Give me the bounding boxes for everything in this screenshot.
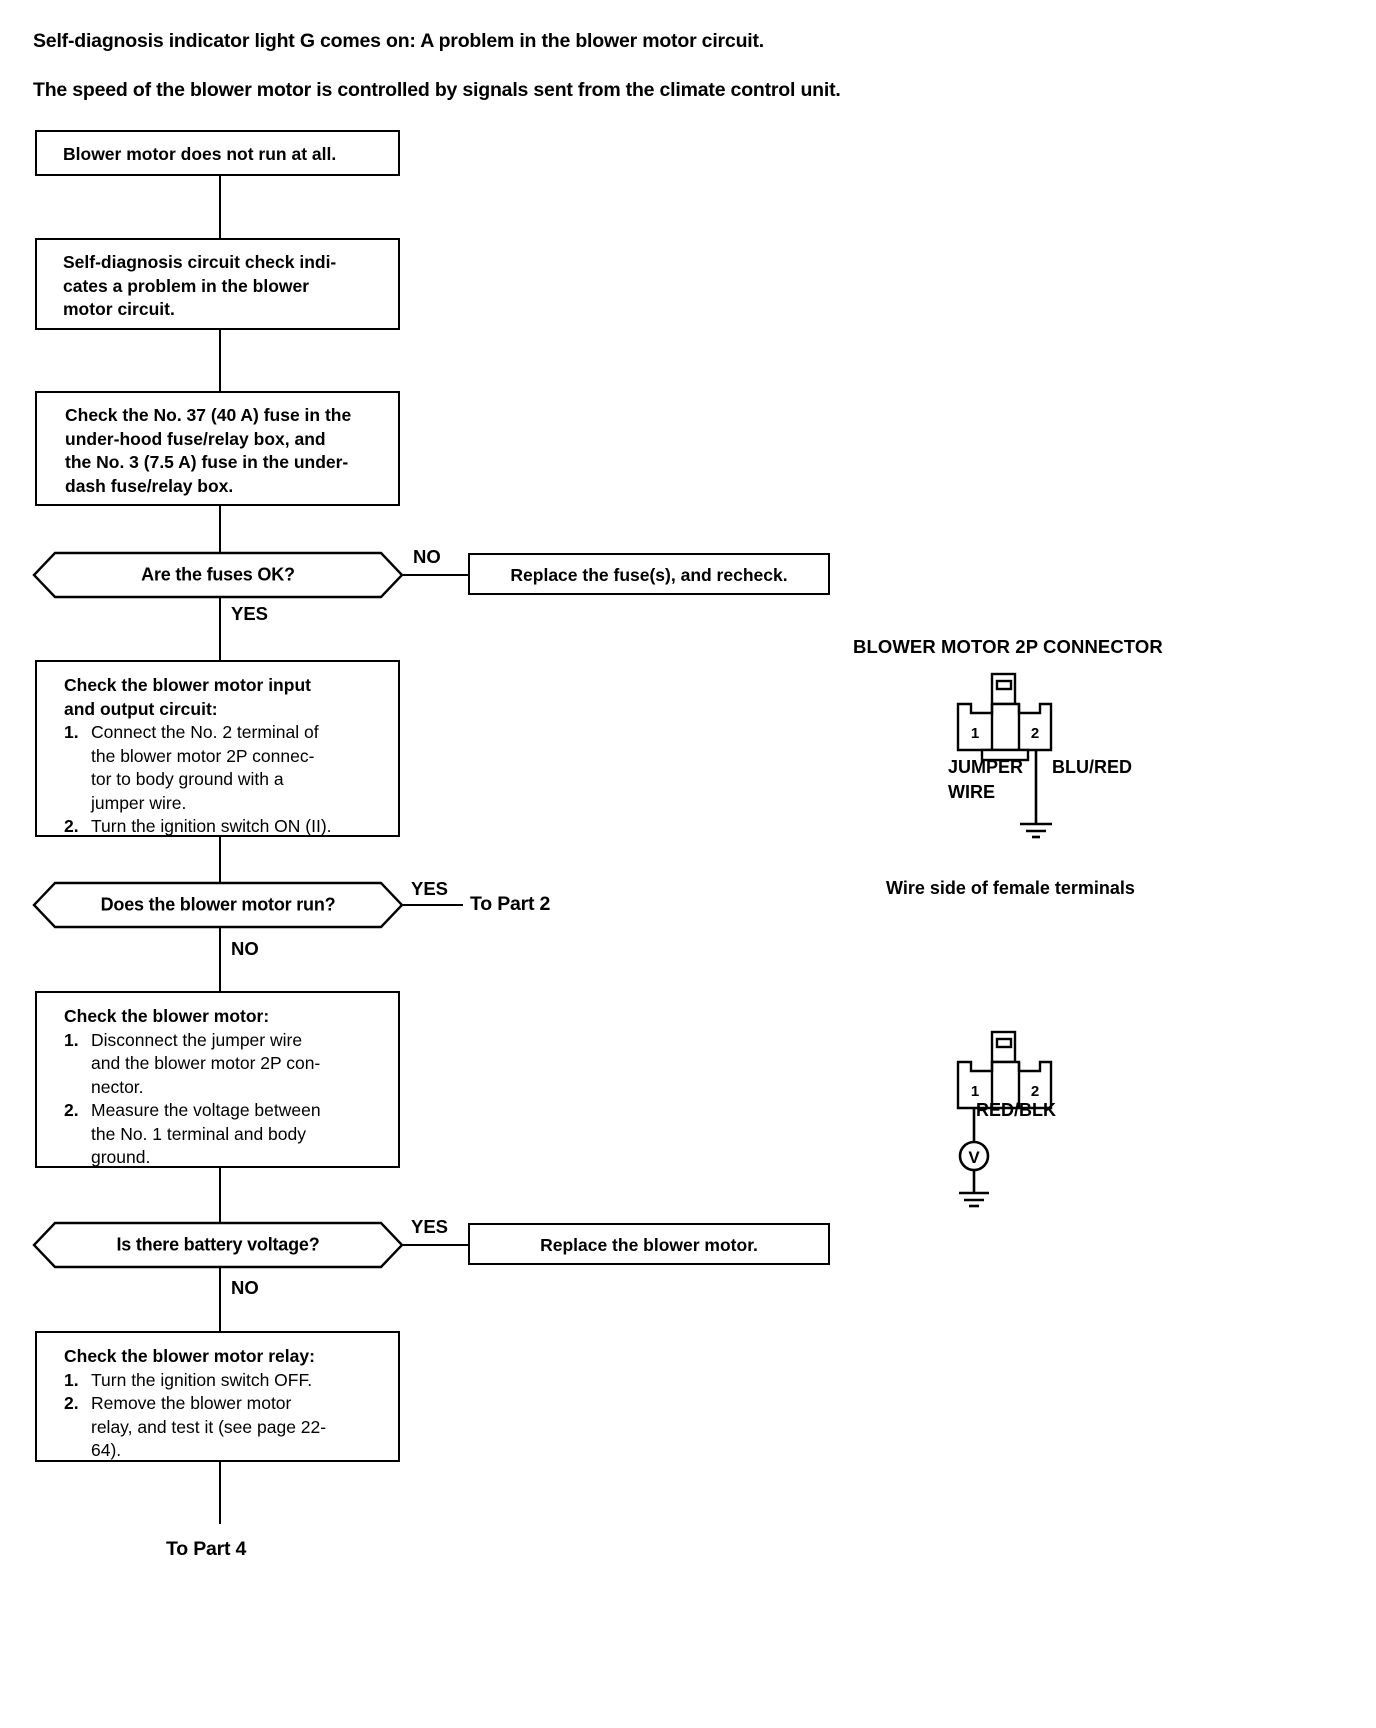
flow-box-start: Blower motor does not run at all. [35, 130, 400, 176]
jumper-wire-label-line-1: JUMPER [948, 757, 1024, 777]
relay-check-step-2-num: 2. [64, 1393, 79, 1413]
connector-io-to-decision2 [219, 837, 221, 882]
fuse-check-line-2: under-hood fuse/relay box, and [65, 428, 326, 449]
relay-check-step-1-num: 1. [64, 1369, 79, 1390]
flow-box-input-output: Check the blower motor input and output … [35, 660, 400, 837]
motor-check-step-2-l1: Measure the voltage between [91, 1100, 321, 1120]
decision-motor-run-label: Does the blower motor run? [100, 894, 336, 915]
io-step-1-l4: jumper wire. [91, 792, 187, 813]
branch-label-yes-motor-run: YES [411, 878, 449, 899]
io-step-1-l3: tor to body ground with a [91, 769, 284, 789]
relay-check-step-1: 1. Turn the ignition switch OFF. [64, 1369, 392, 1393]
io-step-1-l1: Connect the No. 2 terminal of [91, 722, 319, 742]
blower-motor-2p-connector-top: 1 2 [948, 672, 1078, 857]
motor-check-step-1: 1. Disconnect the jumper wire and the bl… [64, 1029, 392, 1100]
branch-no-line-fuses [403, 574, 468, 576]
svg-text:1: 1 [971, 1083, 979, 1100]
red-blk-wire-label: RED/BLK [976, 1100, 1056, 1120]
symptom-line-1: Self-diagnosis circuit check indi- [63, 252, 337, 272]
relay-check-step-2-l3: 64). [91, 1440, 122, 1460]
connector-symptom-to-fuse [219, 330, 221, 391]
io-title-line-2: and output circuit: [64, 698, 218, 719]
motor-check-step-1-num: 1. [64, 1029, 79, 1050]
relay-check-step-1-l1: Turn the ignition switch OFF. [91, 1369, 313, 1390]
connector-diagram-title: BLOWER MOTOR 2P CONNECTOR [853, 636, 1163, 657]
fuse-check-line-3: the No. 3 (7.5 A) fuse in the under- [65, 452, 349, 472]
fuse-check-line-1: Check the No. 37 (40 A) fuse in the [65, 405, 352, 425]
branch-label-no-motor-run: NO [231, 938, 259, 959]
blu-red-wire-label: BLU/RED [1052, 757, 1132, 777]
flow-box-motor-check: Check the blower motor: 1. Disconnect th… [35, 991, 400, 1168]
symptom-line-3: motor circuit. [63, 299, 175, 319]
motor-check-step-1-l1: Disconnect the jumper wire [91, 1029, 303, 1050]
connector-decision1-to-io [219, 598, 221, 660]
motor-check-step-2-l3: ground. [91, 1147, 151, 1167]
branch-label-yes-fuses: YES [231, 603, 269, 624]
wire-side-caption: Wire side of female terminals [886, 878, 1135, 898]
goto-part-2: To Part 2 [470, 893, 551, 915]
io-title-line-1: Check the blower motor input [64, 675, 311, 695]
svg-text:2: 2 [1031, 1083, 1039, 1100]
connector-decision2-to-motor-check [219, 928, 221, 991]
branch-yes-line-motor-run [403, 904, 463, 906]
flow-box-fuse-check: Check the No. 37 (40 A) fuse in the unde… [35, 391, 400, 506]
flow-box-relay-check: Check the blower motor relay: 1. Turn th… [35, 1331, 400, 1462]
motor-check-step-1-l2: and the blower motor 2P con- [91, 1053, 321, 1073]
flow-box-start-text: Blower motor does not run at all. [63, 144, 337, 164]
symptom-line-2: cates a problem in the blower [63, 275, 310, 296]
motor-check-step-2: 2. Measure the voltage between the No. 1… [64, 1099, 392, 1170]
motor-check-step-1-l3: nector. [91, 1076, 144, 1097]
replace-fuses-text: Replace the fuse(s), and recheck. [510, 565, 788, 585]
intro-line-1: Self-diagnosis indicator light G comes o… [33, 30, 765, 52]
io-step-1-num: 1. [64, 722, 79, 742]
goto-part-4: To Part 4 [166, 1538, 247, 1560]
relay-check-step-2: 2. Remove the blower motor relay, and te… [64, 1392, 392, 1463]
branch-yes-line-battery [403, 1244, 468, 1246]
blower-motor-2p-connector-bottom: 1 2 V [948, 1030, 1088, 1210]
motor-check-step-2-l2: the No. 1 terminal and body [91, 1123, 306, 1144]
flow-box-replace-fuses: Replace the fuse(s), and recheck. [468, 553, 830, 595]
svg-text:V: V [968, 1148, 980, 1167]
branch-label-no-battery: NO [231, 1277, 259, 1298]
flow-box-symptom: Self-diagnosis circuit check indi- cates… [35, 238, 400, 330]
decision-battery-voltage: Is there battery voltage? [32, 1221, 404, 1269]
motor-check-title: Check the blower motor: [64, 1006, 270, 1026]
connector-motor-check-to-decision3 [219, 1168, 221, 1222]
relay-check-step-2-l2: relay, and test it (see page 22- [91, 1416, 327, 1437]
decision-fuses-ok-label: Are the fuses OK? [141, 564, 295, 585]
svg-text:2: 2 [1031, 725, 1039, 742]
relay-check-step-2-l1: Remove the blower motor [91, 1393, 292, 1413]
connector-decision3-to-relay [219, 1268, 221, 1331]
branch-label-yes-battery: YES [411, 1216, 449, 1237]
svg-text:1: 1 [971, 725, 979, 742]
branch-label-no-fuses: NO [413, 546, 441, 567]
connector-fuse-to-decision1 [219, 506, 221, 552]
decision-battery-voltage-label: Is there battery voltage? [116, 1234, 320, 1255]
io-step-1: 1. Connect the No. 2 terminal of the blo… [64, 721, 392, 815]
motor-check-step-2-num: 2. [64, 1100, 79, 1120]
io-step-2-l1: Turn the ignition switch ON (II). [91, 816, 332, 836]
decision-motor-run: Does the blower motor run? [32, 881, 404, 929]
fuse-check-line-4: dash fuse/relay box. [65, 475, 234, 496]
intro-line-2: The speed of the blower motor is control… [33, 79, 841, 101]
flow-box-replace-motor: Replace the blower motor. [468, 1223, 830, 1265]
io-step-1-l2: the blower motor 2P connec- [91, 745, 315, 766]
connector-start-to-symptom [219, 176, 221, 238]
jumper-wire-label-line-2: WIRE [948, 782, 995, 802]
decision-fuses-ok: Are the fuses OK? [32, 551, 404, 599]
io-step-2-num: 2. [64, 816, 79, 836]
replace-motor-text: Replace the blower motor. [540, 1235, 758, 1255]
connector-relay-to-end [219, 1462, 221, 1524]
relay-check-title: Check the blower motor relay: [64, 1346, 315, 1366]
io-step-2: 2. Turn the ignition switch ON (II). [64, 815, 392, 839]
